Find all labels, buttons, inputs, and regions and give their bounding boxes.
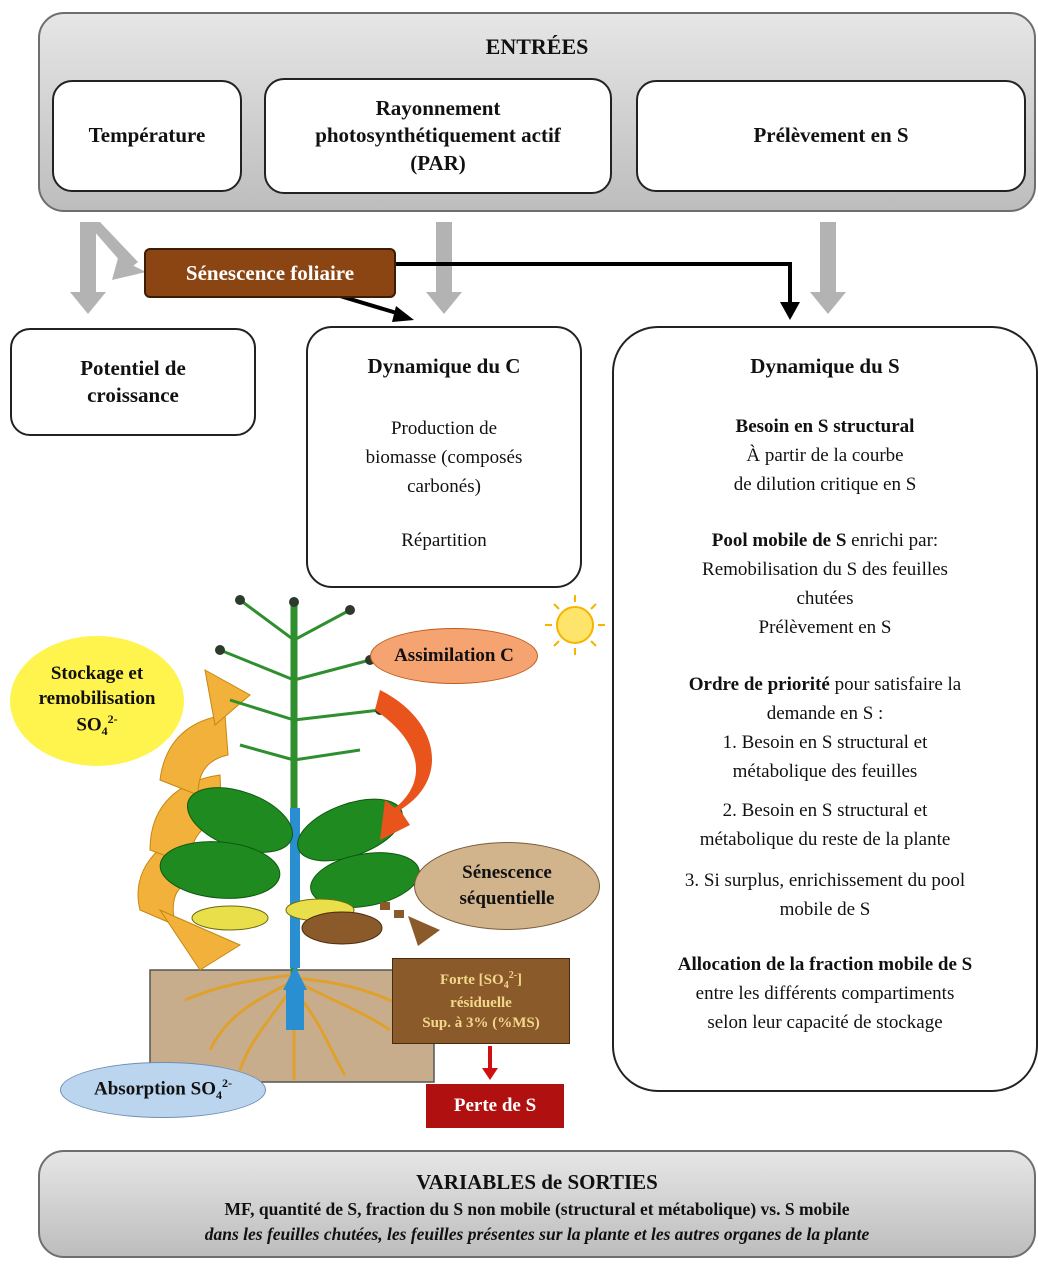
growth-potential-box: Potentiel de croissance xyxy=(10,328,256,436)
carbon-dynamics-box: Dynamique du C Production de biomasse (c… xyxy=(306,326,582,588)
branches xyxy=(219,598,381,762)
storage-label-1: Stockage et xyxy=(50,663,144,685)
arrow-temperature-to-growth xyxy=(70,222,106,314)
input-temperature: Température xyxy=(52,80,242,192)
uptake-arrow-head xyxy=(283,966,307,990)
forte-sup: 2- xyxy=(508,970,518,981)
residual-line-1: Forte [SO42-] xyxy=(440,969,522,993)
structural-line-1: À partir de la courbe xyxy=(746,445,904,466)
arrowhead-sulfur xyxy=(780,302,800,320)
allocation-title: Allocation de la fraction mobile de S xyxy=(677,954,973,975)
priority-bold: Ordre de priorité xyxy=(688,674,830,695)
senescence-foliaire-box: Sénescence foliaire xyxy=(144,248,396,298)
assimilation-arrow xyxy=(375,690,433,840)
growth-label-1: Potentiel de xyxy=(80,355,186,380)
loss-label: Perte de S xyxy=(453,1095,537,1116)
outputs-line-1: MF, quantité de S, fraction du S non mob… xyxy=(224,1199,850,1219)
arrow-senescence-to-sulfur-dynamics xyxy=(396,262,792,304)
senescent-leaf-yellow-left xyxy=(191,905,269,931)
structural-line-2: de dilution critique en S xyxy=(733,474,917,495)
priority-3-line-2: mobile de S xyxy=(779,899,871,920)
priority-1-line-2: métabolique des feuilles xyxy=(732,761,918,782)
pool-line-3: chutées xyxy=(796,588,854,609)
absorption-label: Absorption SO42- xyxy=(94,1076,232,1103)
sun-icon xyxy=(545,595,605,655)
arrow-par-to-carbon xyxy=(426,222,462,314)
priority-line-2: demande en S : xyxy=(766,703,884,724)
senescent-leaf-brown xyxy=(301,911,383,945)
storage-sup: 2- xyxy=(107,711,118,726)
uptake-label: Prélèvement en S xyxy=(753,123,909,148)
sen-label-2: séquentielle xyxy=(459,888,555,909)
inputs-title: ENTRÉES xyxy=(485,34,589,59)
uptake-arrow-shaft xyxy=(290,808,300,968)
sulfur-title: Dynamique du S xyxy=(750,354,900,378)
pool-line-1: Pool mobile de S enrichi par: xyxy=(614,526,1036,555)
sulfur-loss-box: Perte de S xyxy=(426,1084,564,1128)
assimilation-label: Assimilation C xyxy=(394,645,514,666)
residual-sulfate-box: Forte [SO42-] résiduelle Sup. à 3% (%MS) xyxy=(392,958,570,1044)
priority-line-1: Ordre de priorité pour satisfaire la xyxy=(614,670,1036,699)
par-label-1: Rayonnement xyxy=(375,96,501,121)
sulfur-dynamics-box: Dynamique du S Besoin en S structural À … xyxy=(612,326,1038,1092)
arrowhead-carbon xyxy=(392,306,414,322)
priority-3-line-1: 3. Si surplus, enrichissement du pool xyxy=(684,870,966,891)
carbon-line-1: Production de xyxy=(390,418,498,439)
arrow-uptake-to-sulfur xyxy=(810,222,846,314)
storage-label-3: SO42- xyxy=(76,712,117,740)
forte-b: ] xyxy=(517,972,523,988)
outputs-line-2: dans les feuilles chutées, les feuilles … xyxy=(204,1224,870,1244)
sen-label-1: Sénescence xyxy=(462,862,552,884)
growth-label-2: croissance xyxy=(87,383,179,407)
par-label-2: photosynthétiquement actif xyxy=(315,123,561,148)
input-par: Rayonnement photosynthétiquement actif (… xyxy=(264,78,612,194)
forte-sub: 4 xyxy=(503,980,509,991)
leaves xyxy=(159,787,420,908)
flow-arrows xyxy=(70,222,846,322)
carbon-title: Dynamique du C xyxy=(367,354,521,378)
carbon-line-4: Répartition xyxy=(401,530,487,551)
arrow-temperature-to-senescence xyxy=(86,222,146,280)
pool-rest: enrichi par: xyxy=(846,530,939,551)
outputs-panel: VARIABLES de SORTIES MF, quantité de S, … xyxy=(38,1150,1036,1258)
fallen-leaf-arrow xyxy=(380,902,440,946)
allocation-line-2: selon leur capacité de stockage xyxy=(707,1012,943,1033)
forte-a: Forte [SO xyxy=(439,972,504,988)
residual-line-3: Sup. à 3% (%MS) xyxy=(422,1014,540,1031)
storage-label-2: remobilisation xyxy=(38,688,156,710)
loss-arrow xyxy=(482,1046,498,1080)
structural-title: Besoin en S structural xyxy=(735,416,915,437)
residual-line-2: résiduelle xyxy=(450,994,512,1011)
pool-line-4: Prélèvement en S xyxy=(758,617,892,638)
sequential-senescence-ellipse: Sénescence séquentielle xyxy=(414,842,600,930)
priority-2-line-1: 2. Besoin en S structural et xyxy=(722,800,928,821)
absorption-sub: 4 xyxy=(215,1088,222,1103)
allocation-line-1: entre les différents compartiments xyxy=(695,983,955,1004)
arrow-senescence-to-carbon xyxy=(339,294,401,316)
storage-so: SO xyxy=(76,714,102,736)
storage-sub: 4 xyxy=(101,723,108,738)
absorption-text: Absorption SO xyxy=(94,1078,216,1100)
pool-line-2: Remobilisation du S des feuilles xyxy=(702,559,948,580)
par-label-3: (PAR) xyxy=(410,150,466,175)
priority-2-line-2: métabolique du reste de la plante xyxy=(699,829,951,850)
carbon-line-2: biomasse (composés xyxy=(365,447,523,468)
priority-rest: pour satisfaire la xyxy=(829,674,962,695)
pool-bold: Pool mobile de S xyxy=(711,530,847,551)
storage-ellipse: Stockage et remobilisation SO42- xyxy=(10,636,184,766)
input-s-uptake: Prélèvement en S xyxy=(636,80,1026,192)
assimilation-ellipse: Assimilation C xyxy=(370,628,538,684)
outputs-title: VARIABLES de SORTIES xyxy=(416,1170,658,1194)
senescence-foliaire-label: Sénescence foliaire xyxy=(185,260,355,285)
temperature-label: Température xyxy=(88,123,206,148)
priority-1-line-1: 1. Besoin en S structural et xyxy=(722,732,928,753)
absorption-sup: 2- xyxy=(221,1076,232,1091)
absorption-ellipse: Absorption SO42- xyxy=(60,1062,266,1118)
carbon-line-3: carbonés) xyxy=(407,476,481,497)
